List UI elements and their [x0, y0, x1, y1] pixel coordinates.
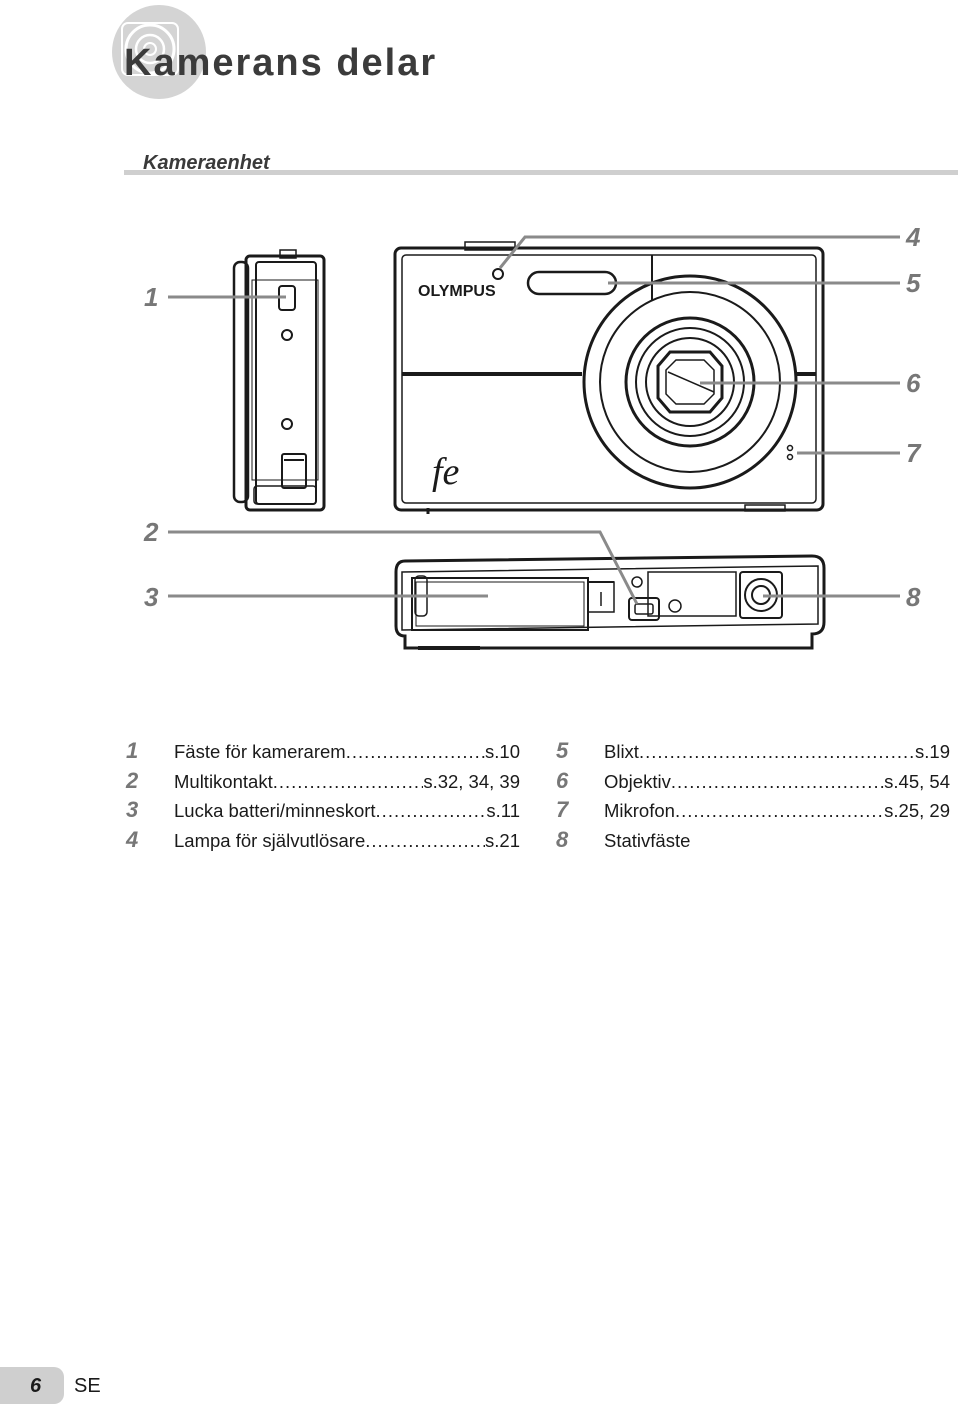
legend-item: 6 Objektiv s.45, 54 [550, 768, 950, 798]
legend-item: 8 Stativfäste [550, 827, 950, 857]
page-number: 6 [30, 1375, 42, 1397]
camera-diagram: OLYMPUS fe 1 2 3 4 5 6 7 8 [143, 222, 922, 650]
legend-label: Lucka batteri/minneskort [174, 800, 376, 821]
legend-label: Stativfäste [604, 829, 691, 851]
legend-page-ref: s.11 [486, 800, 520, 821]
section-title: Kameraenhet [143, 152, 270, 174]
legend-number: 2 [126, 767, 139, 793]
leader-dots [639, 741, 915, 763]
legend-number: 1 [126, 738, 139, 763]
camera-lens-icon [112, 5, 206, 99]
legend-label: Multikontakt [174, 770, 273, 792]
language-code: SE [74, 1375, 101, 1397]
callout-lines [168, 235, 900, 605]
legend-number: 3 [126, 797, 139, 822]
callout-5: 5 [906, 268, 921, 298]
callout-8: 8 [906, 582, 921, 612]
legend-number: 8 [556, 826, 569, 852]
leader-dots [675, 800, 884, 822]
legend-page-ref: s.10 [485, 741, 520, 762]
leader-dots [346, 741, 485, 763]
legend-number: 5 [556, 738, 569, 763]
camera-side-view [232, 249, 326, 512]
legend-page-ref: s.45, 54 [884, 770, 950, 792]
brand-logo: OLYMPUS [418, 283, 496, 300]
callout-3: 3 [144, 582, 159, 612]
callout-7: 7 [906, 438, 922, 468]
callout-2: 2 [143, 517, 159, 547]
model-logo: fe [432, 451, 460, 493]
callout-1: 1 [144, 282, 158, 312]
legend-item: 5 Blixt s.19 [550, 738, 950, 768]
legend-page-ref: s.21 [485, 829, 520, 851]
page-title: Kamerans delar [124, 42, 438, 84]
legend-item: 7 Mikrofon s.25, 29 [550, 797, 950, 827]
legend-page-ref: s.25, 29 [884, 800, 950, 821]
legend-number: 4 [126, 826, 139, 852]
legend-item: 4 Lampa för självutlösare s.21 [120, 827, 520, 857]
legend-label: Fäste för kamerarem [174, 741, 346, 762]
callout-4: 4 [905, 222, 921, 252]
legend-item: 2 Multikontakt s.32, 34, 39 [120, 768, 520, 798]
legend-page-ref: s.19 [915, 741, 950, 762]
leader-dots [376, 800, 487, 822]
legend-number: 6 [556, 767, 569, 793]
camera-front-view [393, 241, 825, 514]
legend-number: 7 [556, 797, 569, 822]
legend-item: 1 Fäste för kamerarem s.10 [120, 738, 520, 768]
legend-label: Objektiv [604, 770, 671, 792]
section-rule [124, 170, 958, 175]
leader-dots [671, 771, 884, 793]
legend-label: Blixt [604, 741, 639, 762]
legend-label: Mikrofon [604, 800, 675, 821]
legend-page-ref: s.32, 34, 39 [423, 770, 520, 792]
leader-dots [273, 771, 424, 793]
legend-label: Lampa för självutlösare [174, 829, 366, 851]
parts-legend-left: 1 Fäste för kamerarem s.10 2 Multikontak… [120, 738, 520, 856]
callout-6: 6 [906, 368, 921, 398]
legend-item: 3 Lucka batteri/minneskort s.11 [120, 797, 520, 827]
parts-legend-right: 5 Blixt s.19 6 Objektiv s.45, 54 7 Mikro… [550, 738, 950, 856]
leader-dots [365, 830, 485, 852]
camera-bottom-view [394, 554, 826, 650]
page-number-tab [0, 1367, 64, 1404]
